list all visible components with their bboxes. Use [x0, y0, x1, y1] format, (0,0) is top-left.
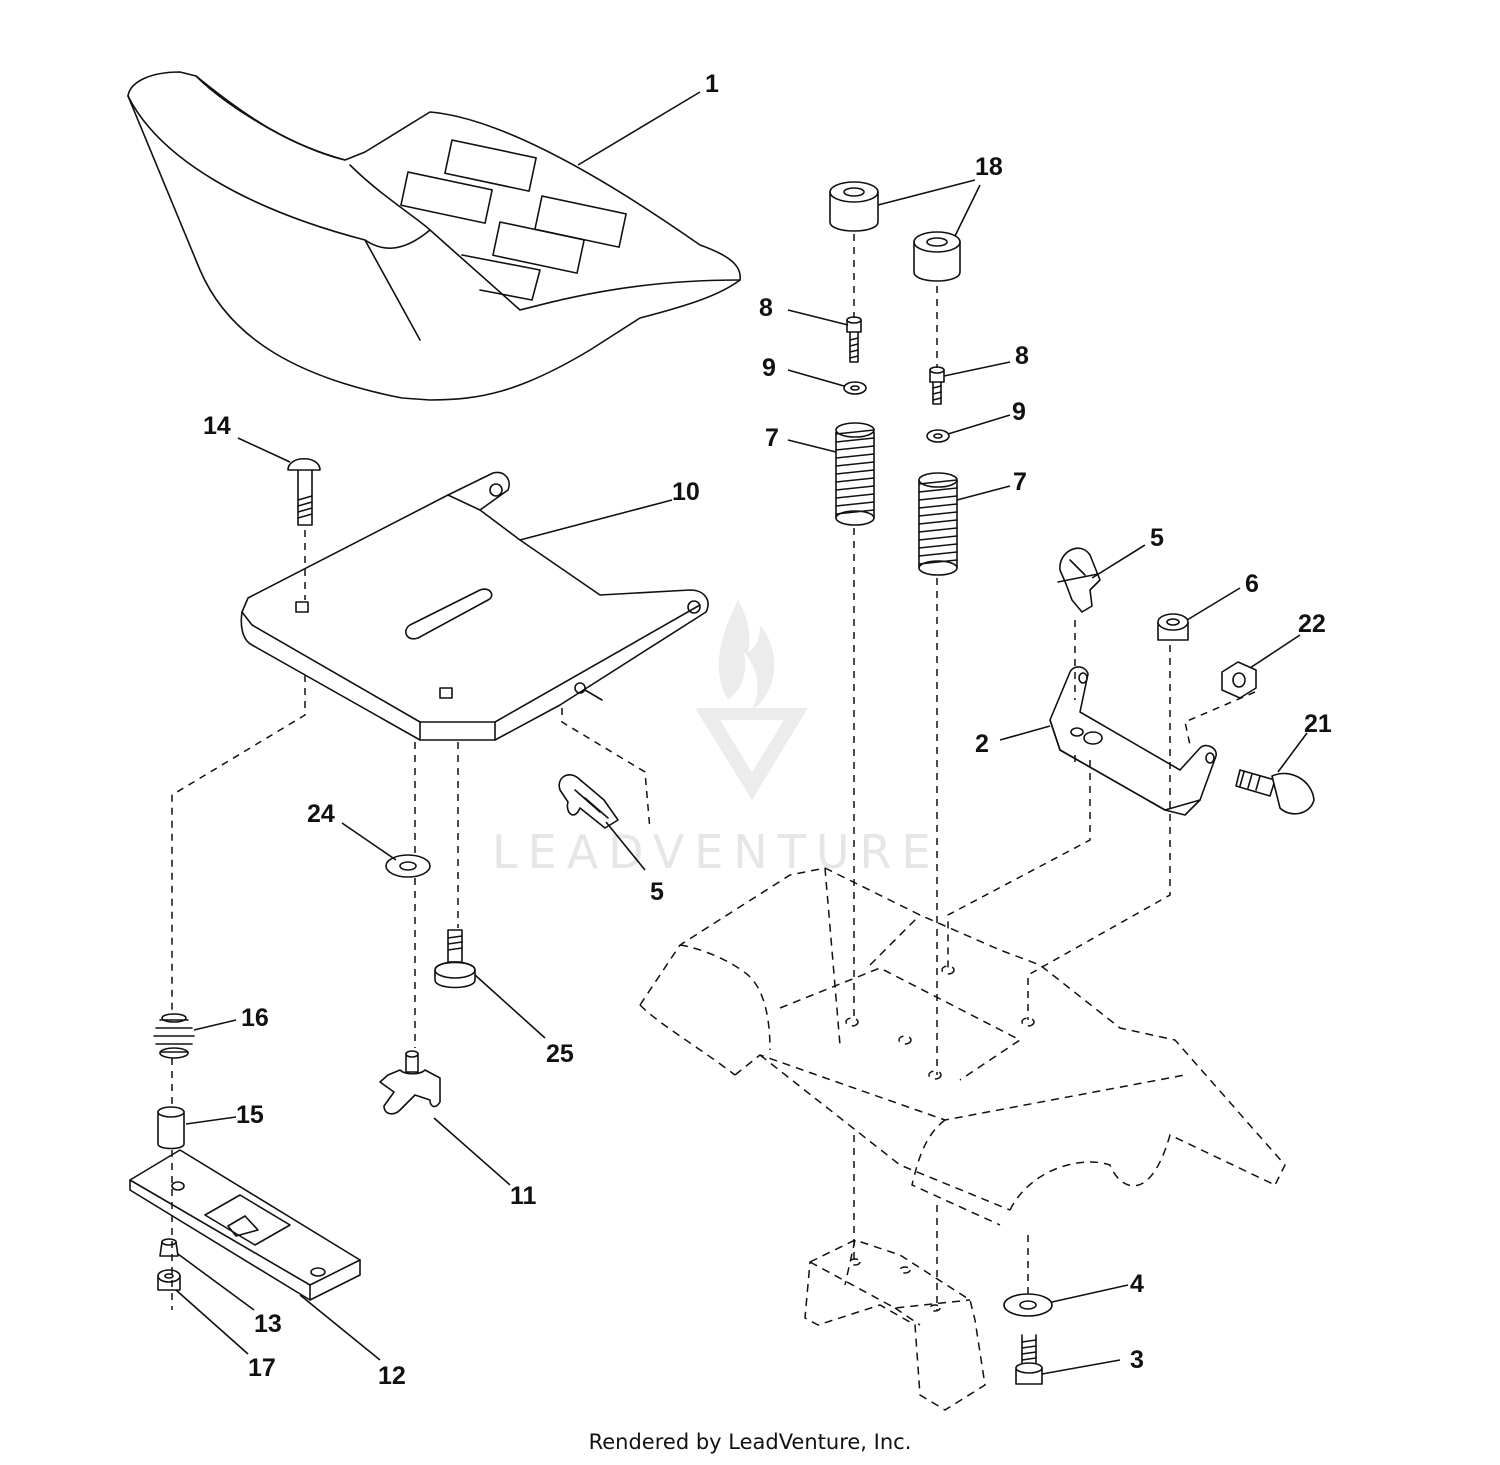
callout-24: 24	[307, 800, 335, 828]
callout-15: 15	[236, 1101, 264, 1129]
bolt-part-8-right	[929, 366, 945, 405]
clip-part-5-left	[558, 774, 619, 829]
spring-part-16	[153, 1013, 195, 1059]
assembly-dashed-lines	[171, 234, 1256, 1310]
callout-7-left: 7	[765, 424, 779, 452]
washer-part-24	[385, 854, 431, 878]
callout-labels: 1 18 8 9 7 8 9 7 5 6 22 21 2 10 14 5 24 …	[203, 70, 1332, 1390]
callout-14: 14	[203, 412, 231, 440]
slide-bracket-part-12	[129, 1149, 361, 1301]
callout-8-left: 8	[759, 294, 773, 322]
knob-part-11	[379, 1050, 441, 1115]
callout-4: 4	[1130, 1270, 1144, 1298]
callout-7-right: 7	[1013, 468, 1027, 496]
callout-3: 3	[1130, 1346, 1144, 1374]
callout-11: 11	[510, 1182, 537, 1210]
callout-9-right: 9	[1012, 398, 1026, 426]
nut-part-22	[1221, 661, 1257, 699]
bolt-part-3	[1015, 1334, 1043, 1385]
callout-2: 2	[975, 730, 989, 758]
washer-part-9-right	[926, 429, 950, 443]
watermark-text: LEADVENTURE	[492, 825, 941, 879]
footer-credit: Rendered by LeadVenture, Inc.	[588, 1430, 912, 1454]
spacer-part-18-left	[829, 181, 879, 232]
spacer-part-15	[157, 1106, 185, 1150]
seat-pan-part-10	[240, 471, 709, 741]
callout-10: 10	[672, 478, 700, 506]
bolt-part-8-left	[846, 316, 862, 363]
callout-5-left: 5	[650, 878, 664, 906]
callout-22: 22	[1298, 610, 1326, 638]
callout-9-left: 9	[762, 354, 776, 382]
callout-18: 18	[975, 153, 1003, 181]
seat-part-1	[127, 71, 741, 401]
washer-part-9-left	[843, 381, 867, 395]
spring-part-7-right	[918, 472, 958, 576]
callout-12: 12	[378, 1362, 406, 1390]
clip-part-5-right	[1057, 547, 1101, 613]
washer-part-4	[1003, 1293, 1053, 1317]
callout-8-right: 8	[1015, 342, 1029, 370]
flange-nut-part-13	[159, 1238, 179, 1257]
callout-1: 1	[705, 70, 719, 98]
spring-part-7-left	[835, 422, 875, 526]
leader-lines	[175, 91, 1308, 1375]
bolt-part-21	[1235, 769, 1315, 815]
callout-17: 17	[248, 1354, 276, 1382]
callout-13: 13	[254, 1310, 282, 1338]
frame-bracket-hidden-outline	[804, 1239, 986, 1411]
hex-nut-part-17	[157, 1269, 181, 1291]
spacer-part-18-right	[913, 231, 961, 282]
shoulder-bolt-part-25	[434, 929, 476, 989]
leadventure-watermark: LEADVENTURE	[492, 600, 941, 879]
nut-part-6	[1157, 613, 1189, 641]
bracket-part-2	[1049, 666, 1217, 816]
callout-5-right: 5	[1150, 524, 1164, 552]
callout-6: 6	[1245, 570, 1259, 598]
callout-16: 16	[241, 1004, 269, 1032]
callout-25: 25	[546, 1040, 574, 1068]
carriage-bolt-part-14	[287, 457, 321, 526]
fender-hidden-outline	[639, 867, 1286, 1226]
callout-21: 21	[1304, 710, 1332, 738]
